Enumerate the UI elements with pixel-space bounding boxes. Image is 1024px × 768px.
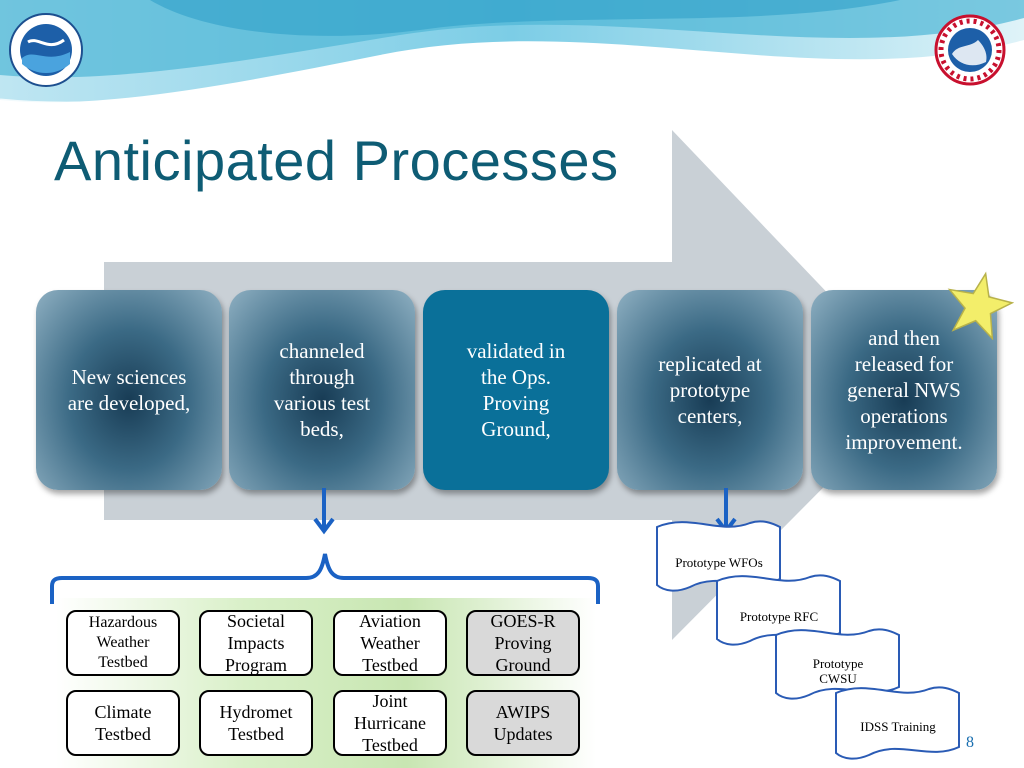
step-proving-ground: validated in the Ops. Proving Ground, [423,290,609,490]
prototype-label-cwsu: Prototype CWSU [812,656,864,686]
step-prototype-centers: replicated at prototype centers, [617,290,803,490]
testbed-box-awips: AWIPS Updates [466,690,580,756]
step-label: and then released for general NWS operat… [845,326,963,454]
testbed-box-joint-hurricane: Joint Hurricane Testbed [333,690,447,756]
prototype-label-wfos: Prototype WFOs [675,555,763,570]
step-label: replicated at prototype centers, [658,352,762,428]
noaa-logo [9,13,83,87]
testbed-box-hazardous-weather: Hazardous Weather Testbed [66,610,180,676]
nws-logo [934,14,1006,86]
testbed-label: Climate Testbed [94,702,152,744]
testbed-box-aviation-weather: Aviation Weather Testbed [333,610,447,676]
step-label: New sciences are developed, [67,365,191,415]
testbed-box-climate: Climate Testbed [66,690,180,756]
page-number: 8 [966,734,974,751]
slide-title: Anticipated Processes [54,129,619,192]
prototype-flags [656,520,960,760]
step-test-beds: channeled through various test beds, [229,290,415,490]
step-label: validated in the Ops. Proving Ground, [466,339,566,441]
header-wave-background [0,0,1024,105]
grouping-brace [50,553,600,604]
step-new-sciences: New sciences are developed, [36,290,222,490]
testbed-label: Aviation Weather Testbed [359,611,421,675]
testbed-label: Hazardous Weather Testbed [88,614,158,671]
testbed-box-hydromet: Hydromet Testbed [199,690,313,756]
testbed-label: Societal Impacts Program [225,611,287,675]
testbed-label: AWIPS Updates [493,702,553,744]
down-arrow-icon [313,488,335,535]
step-label: channeled through various test beds, [273,339,371,441]
prototype-label-idss: IDSS Training [860,719,936,734]
testbed-label: Hydromet Testbed [219,702,293,744]
testbed-label: Joint Hurricane Testbed [354,691,426,755]
testbed-label: GOES-R Proving Ground [490,611,556,675]
testbed-box-goes-r: GOES-R Proving Ground [466,610,580,676]
testbed-box-societal-impacts: Societal Impacts Program [199,610,313,676]
prototype-label-rfc: Prototype RFC [739,609,819,624]
star-icon [947,271,1014,340]
